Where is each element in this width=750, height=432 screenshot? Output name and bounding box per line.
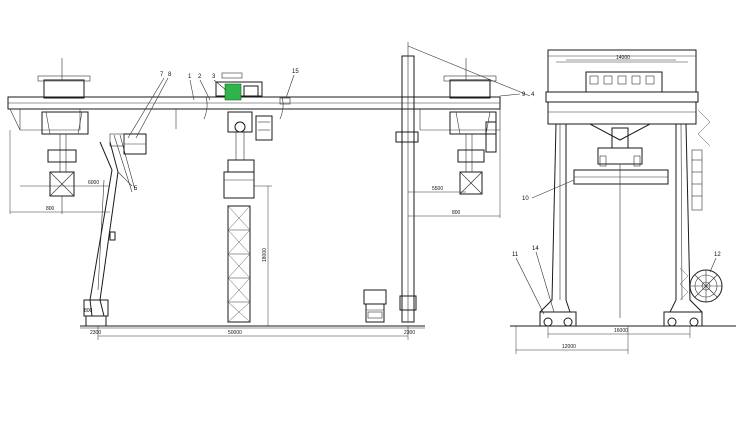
left-trolley bbox=[37, 58, 91, 214]
cable-reel bbox=[679, 267, 723, 303]
callout-2: 2 bbox=[198, 74, 202, 80]
center-column bbox=[227, 205, 251, 323]
callout-10: 10 bbox=[522, 196, 529, 202]
control-panels bbox=[585, 71, 663, 93]
dim-wheel-base: 12000 bbox=[562, 344, 576, 350]
callout-8: 8 bbox=[168, 72, 172, 78]
front-dimensions: 6000 800 5500 800 18000 50000 2300 2300 bbox=[9, 130, 501, 340]
side-view: 14000 bbox=[510, 49, 736, 354]
dim-top-width: 14000 bbox=[616, 55, 630, 61]
callout-5: 5 bbox=[134, 186, 138, 192]
truck bbox=[363, 289, 387, 323]
callout-3: 3 bbox=[212, 74, 216, 80]
dim-outreach-right: 800 bbox=[452, 210, 461, 216]
center-trolley bbox=[215, 72, 273, 199]
callout-7: 7 bbox=[160, 72, 164, 78]
dim-base-left: 2300 bbox=[90, 330, 101, 336]
front-callouts: 1 2 3 7 8 15 5 9 4 bbox=[117, 69, 535, 192]
dim-hoist-left: 6000 bbox=[88, 180, 99, 186]
trolley-green-block bbox=[224, 83, 242, 101]
spreader bbox=[573, 123, 669, 318]
front-view: 6000 800 5500 800 18000 50000 2300 2300 bbox=[7, 42, 535, 340]
left-cab bbox=[109, 133, 147, 155]
dim-hoist-right: 5500 bbox=[432, 186, 443, 192]
dim-base-right: 2300 bbox=[404, 330, 415, 336]
callout-12: 12 bbox=[714, 252, 721, 258]
right-trolley bbox=[443, 58, 497, 195]
callout-11: 11 bbox=[512, 252, 519, 258]
dim-span: 50000 bbox=[228, 330, 242, 336]
right-leg bbox=[395, 42, 531, 323]
callout-9: 9 bbox=[522, 92, 526, 98]
callout-4: 4 bbox=[531, 92, 535, 98]
dim-outreach-left: 800 bbox=[46, 206, 55, 212]
side-right-leg bbox=[663, 109, 711, 327]
callout-1: 1 bbox=[188, 74, 192, 80]
left-leg bbox=[83, 134, 136, 327]
callout-14: 14 bbox=[532, 246, 539, 252]
dim-rail-gauge: 16000 bbox=[614, 328, 628, 334]
callout-15: 15 bbox=[292, 69, 299, 75]
dim-leg-height: 18000 bbox=[262, 248, 268, 262]
side-left-leg bbox=[539, 123, 577, 327]
dim-small-left: 800 bbox=[84, 308, 93, 314]
